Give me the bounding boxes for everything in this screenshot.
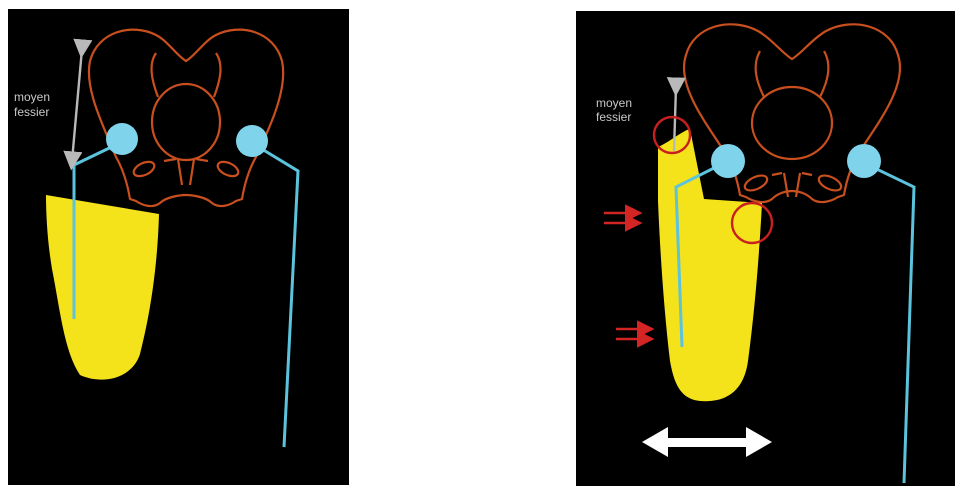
femur-head-right	[236, 125, 268, 157]
force-arrows-upper	[604, 213, 640, 223]
femur-shaft-right	[864, 163, 914, 483]
gluteus-medius-arrow	[72, 49, 82, 161]
muscle-label-left-line1: moyen	[14, 90, 50, 104]
femur-head-left	[106, 123, 138, 155]
femur-head-left	[711, 144, 745, 178]
muscle-label-right-line1: moyen	[596, 96, 632, 110]
femur-head-right	[847, 144, 881, 178]
diagram-panel-left: moyen fessier	[8, 9, 349, 485]
diagram-panel-right: moyen fessier	[576, 11, 955, 486]
muscle-label-right-line2: fessier	[596, 110, 631, 124]
left-diagram-svg: moyen fessier	[8, 9, 349, 485]
motion-double-arrow	[642, 427, 772, 457]
pelvis-outline	[89, 30, 283, 206]
femur-shaft-right	[252, 143, 298, 447]
right-diagram-svg: moyen fessier	[576, 11, 955, 486]
force-arrows-lower	[616, 329, 652, 339]
prosthesis-socket-left	[46, 195, 159, 380]
muscle-label-left-line2: fessier	[14, 105, 49, 119]
